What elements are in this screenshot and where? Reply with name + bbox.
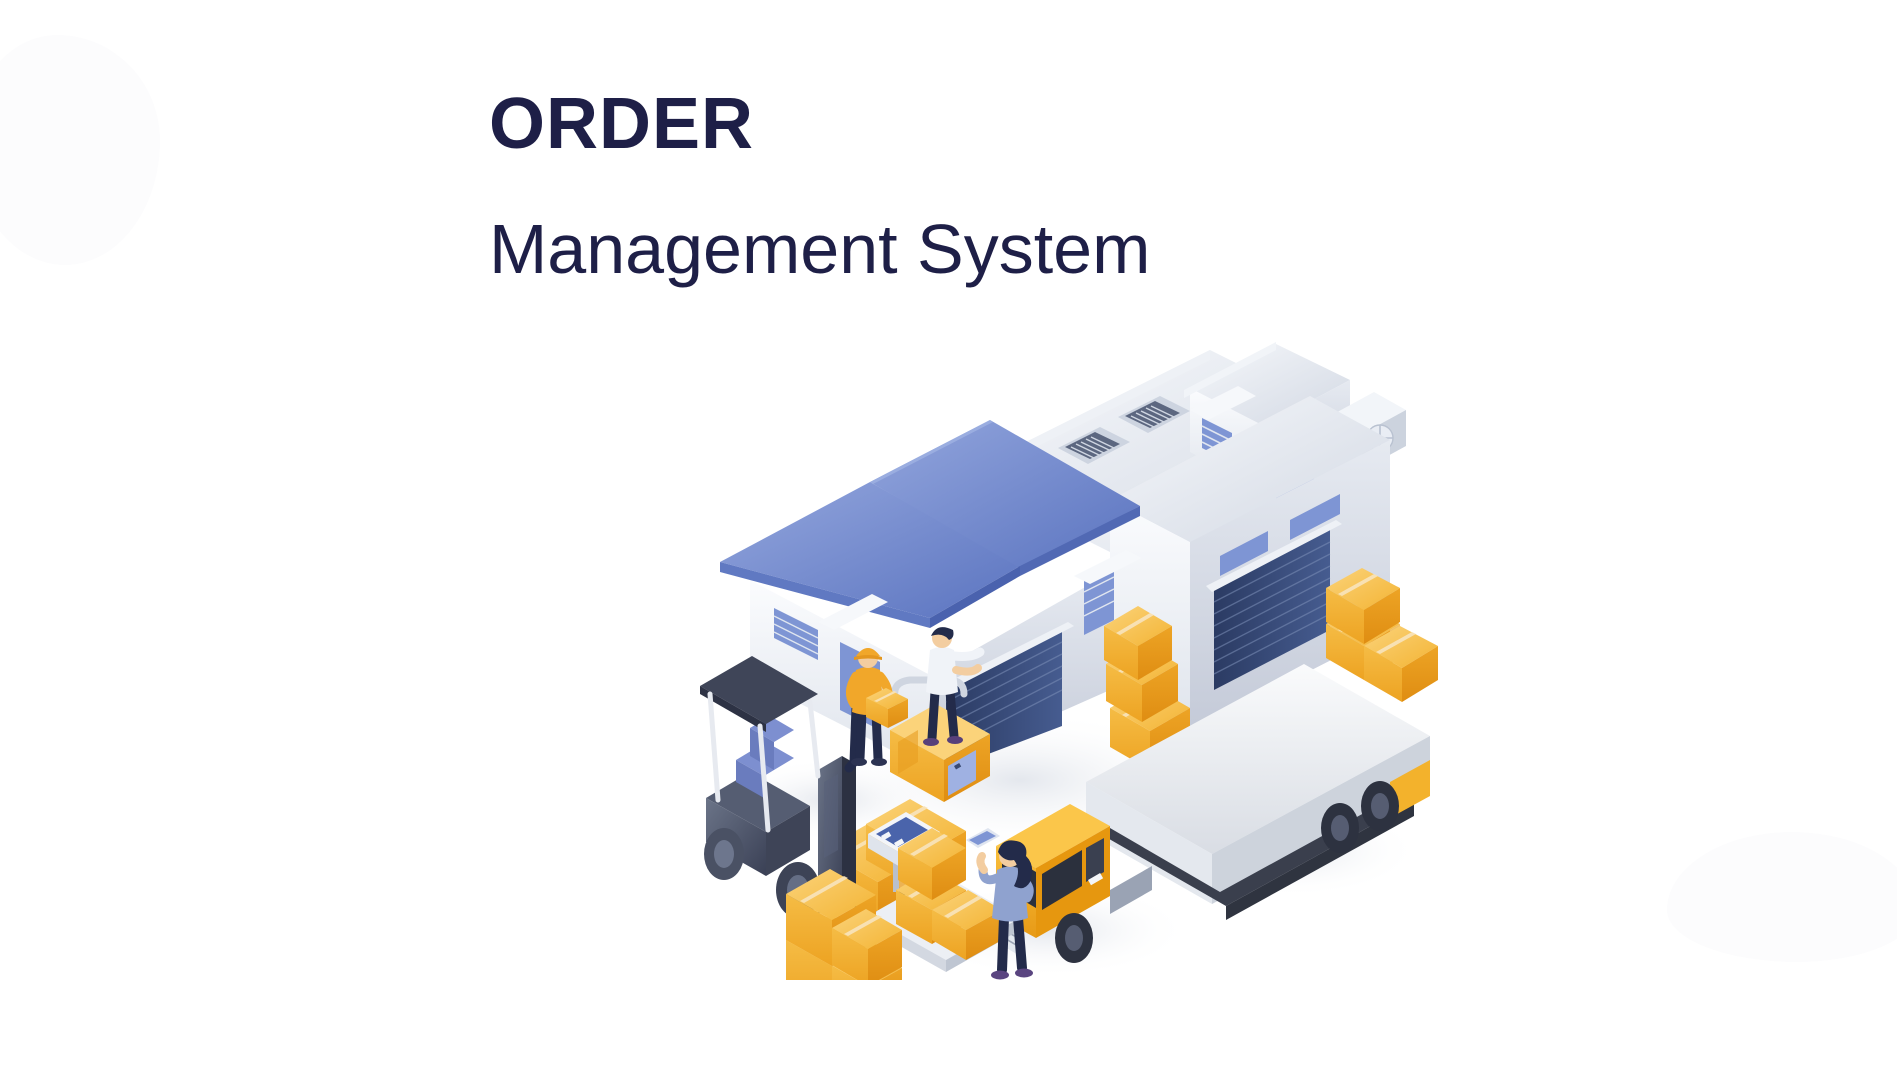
page-title: ORDER [489, 84, 755, 164]
garage-door-right [1206, 520, 1342, 690]
generator [890, 676, 990, 802]
corner-watermark-bottom-right [1667, 832, 1897, 962]
worker-hardhat [844, 648, 908, 773]
roof-vent-right [1118, 396, 1190, 433]
box-stack-center [1104, 606, 1190, 770]
worker-tablet [966, 828, 1034, 980]
wall-vent-left [773, 608, 819, 660]
facade-windows-right [1220, 494, 1340, 576]
title-block: ORDER Management System [489, 88, 1150, 284]
awning-left [818, 594, 888, 630]
page-subtitle: Management System [489, 210, 1151, 288]
facade-window-center [1074, 550, 1142, 635]
box-stack-right [1326, 568, 1438, 702]
corner-watermark-top-left [0, 35, 160, 265]
box-stack-ground [786, 869, 902, 980]
warehouse-illustration [690, 330, 1480, 980]
worker-stacking [923, 627, 985, 746]
roof-vent-left [1058, 427, 1130, 464]
